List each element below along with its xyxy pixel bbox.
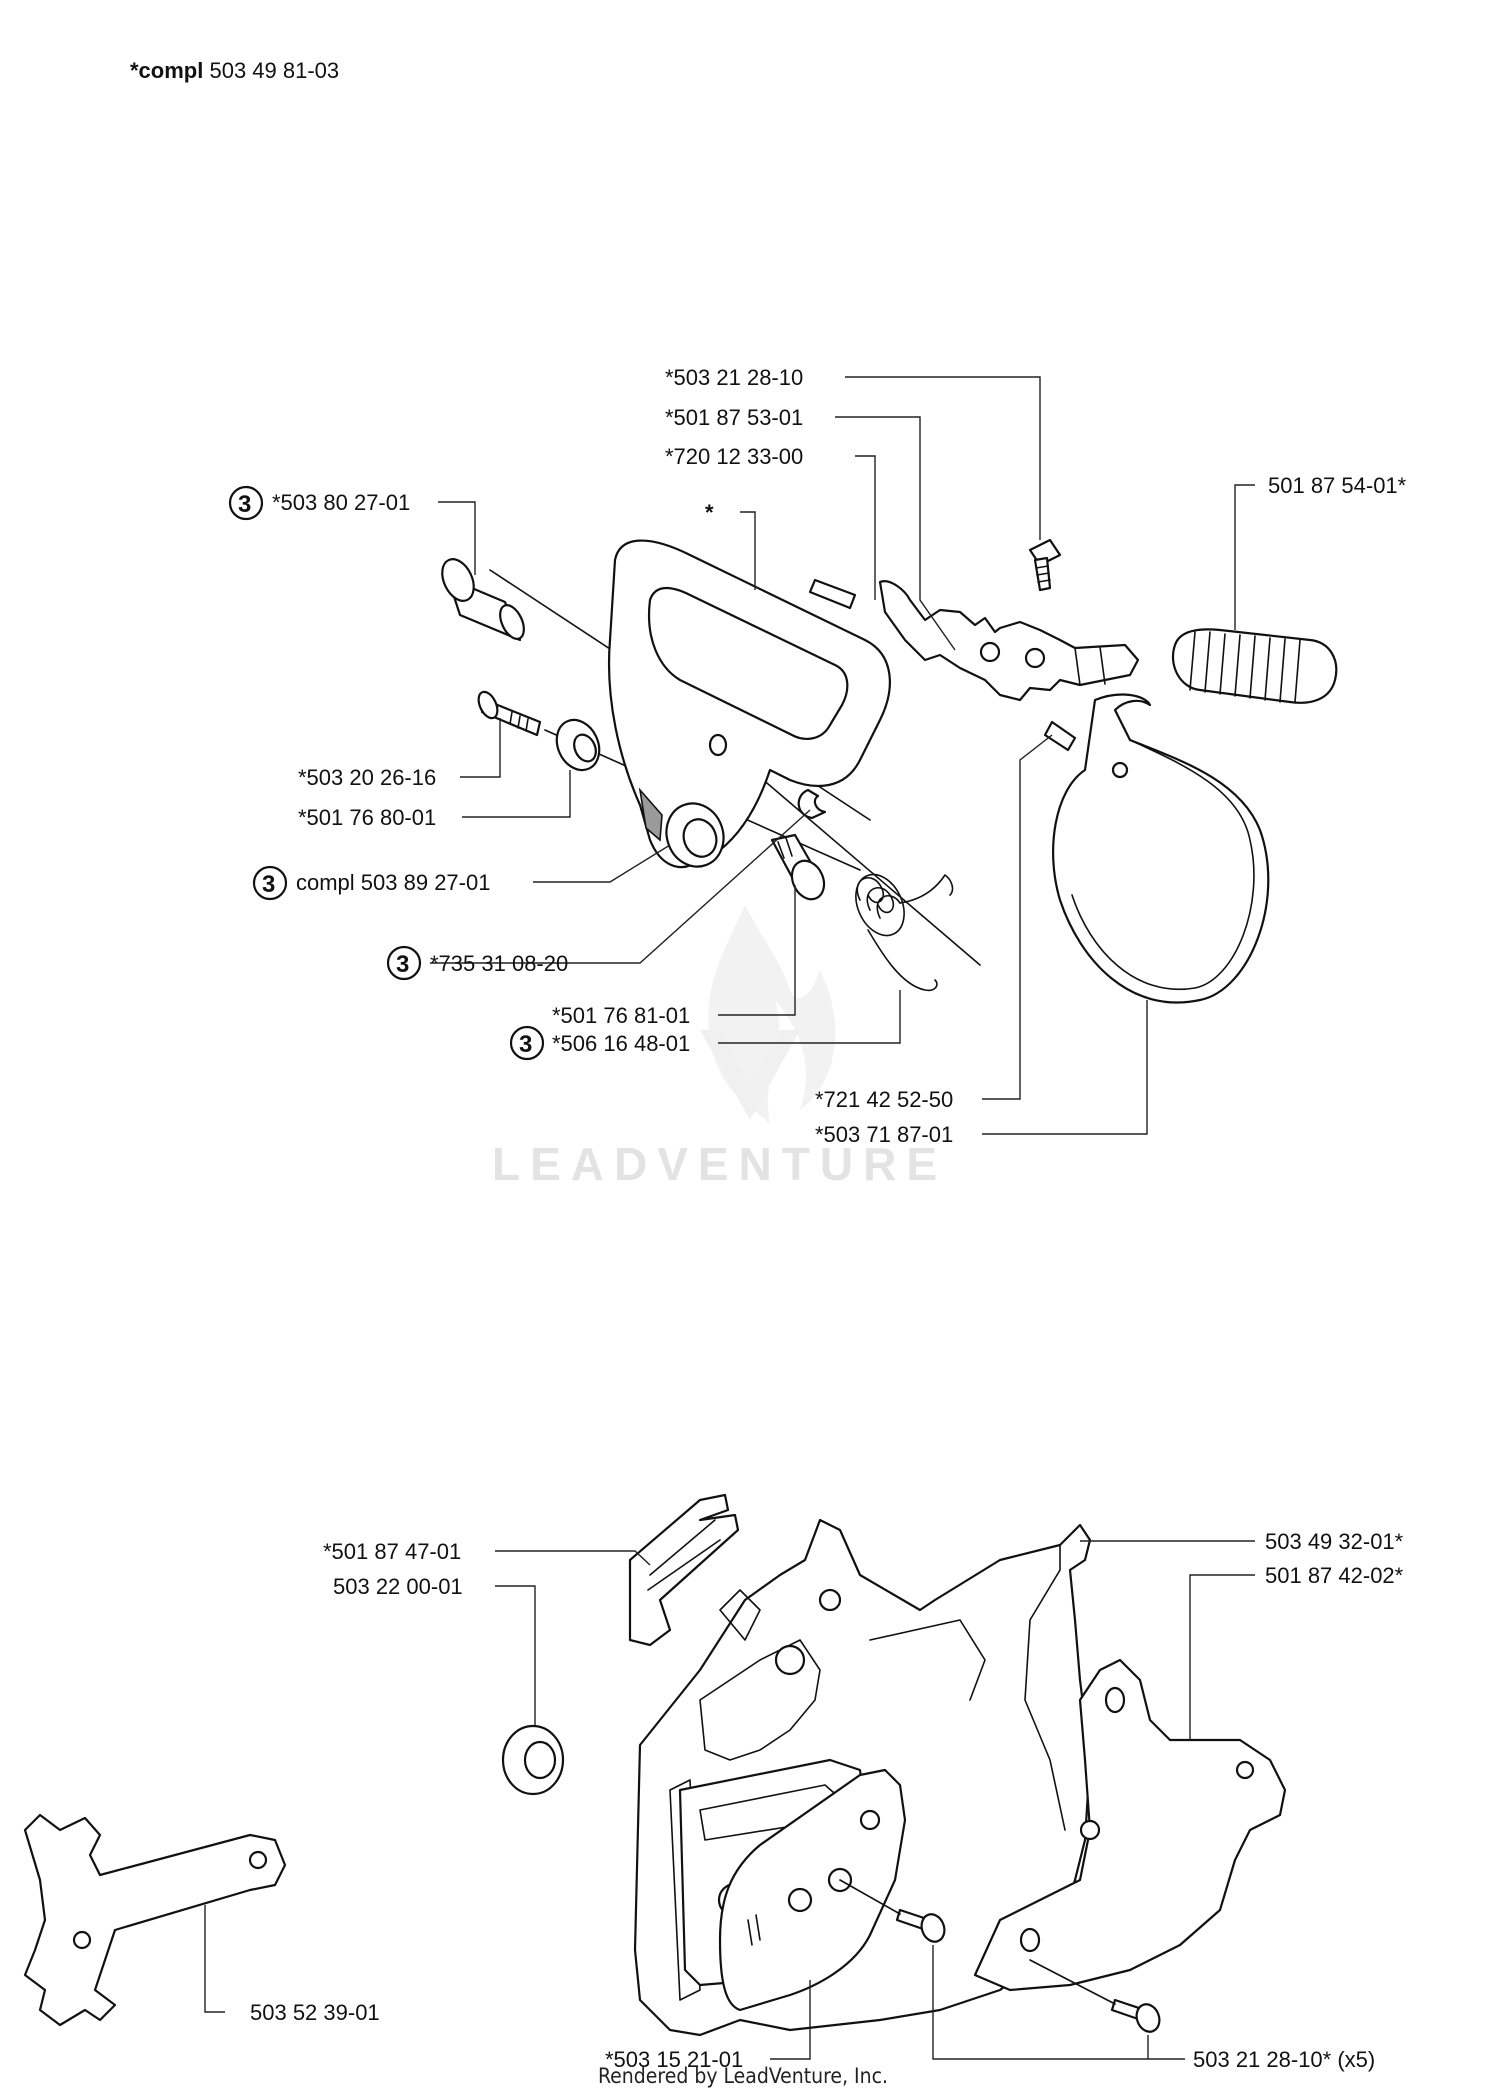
label-compl-503-89-27-01: compl 503 89 27-01: [296, 870, 490, 895]
label-501-87-42-02: 501 87 42-02*: [1265, 1563, 1404, 1588]
screw-b-part: [1029, 1959, 1161, 2033]
label-501-87-53-01: *501 87 53-01: [665, 405, 803, 430]
watermark-text: LEADVENTURE: [492, 1138, 947, 1190]
bottom-leader-lines: [204, 1540, 1255, 2060]
top-assembly: [441, 538, 1338, 1004]
label-501-87-54-01: 501 87 54-01*: [1268, 473, 1407, 498]
label-506-16-48-01: *506 16 48-01: [552, 1031, 690, 1056]
svg-text:3: 3: [396, 951, 409, 978]
badge-3-c: 3: [386, 945, 422, 981]
combination-wrench-part: [23, 1813, 287, 2027]
screw-part: [477, 690, 542, 737]
assembly-title: *compl 503 49 81-03: [130, 58, 339, 83]
guard-plate-part: [973, 1658, 1287, 1992]
circlip-part: [797, 788, 827, 820]
label-asterisk-handle: *: [705, 500, 714, 525]
screw-a-part: [839, 1879, 946, 1943]
label-503-80-27-01: *503 80 27-01: [272, 490, 410, 515]
label-503-71-87-01: *503 71 87-01: [815, 1122, 953, 1147]
bottom-assembly: [23, 1493, 1287, 2037]
pivot-pin-part: [441, 558, 525, 642]
chain-brake-handle-part: [607, 539, 891, 869]
brake-lever-part: [878, 580, 1140, 702]
brake-band-pin-part: [1043, 720, 1077, 752]
label-503-20-26-16: *503 20 26-16: [298, 765, 436, 790]
brake-band-part: [1052, 693, 1270, 1004]
bushing-part: [555, 718, 601, 772]
label-720-12-33-00: *720 12 33-00: [665, 444, 803, 469]
label-503-21-28-10-x5: 503 21 28-10* (x5): [1193, 2047, 1375, 2072]
badge-3-b: 3: [252, 865, 288, 901]
svg-text:3: 3: [519, 1031, 532, 1058]
label-503-49-32-01: 503 49 32-01*: [1265, 1529, 1404, 1554]
label-501-76-80-01: *501 76 80-01: [298, 805, 436, 830]
label-501-76-81-01: *501 76 81-01: [552, 1003, 690, 1028]
footer-credit: Rendered by LeadVenture, Inc.: [598, 2064, 888, 2088]
label-735-31-08-20: *735 31 08-20: [430, 951, 568, 976]
small-screw-part: [1028, 538, 1062, 592]
nut-part: [501, 1724, 565, 1796]
svg-text:3: 3: [238, 491, 251, 518]
torsion-spring-part: [855, 873, 954, 992]
label-503-21-28-10: *503 21 28-10: [665, 365, 803, 390]
label-503-15-21-01: *503 15 21-01: [605, 2047, 743, 2072]
badge-3-d: 3: [509, 1025, 545, 1061]
clip-part: [628, 1493, 740, 1647]
top-leader-lines: [430, 376, 1255, 1135]
label-501-87-47-01: *501 87 47-01: [323, 1539, 461, 1564]
badge-3-a: 3: [228, 485, 264, 521]
label-503-22-00-01: 503 22 00-01: [333, 1574, 463, 1599]
svg-text:3: 3: [262, 871, 275, 898]
label-721-42-52-50: *721 42 52-50: [815, 1087, 953, 1112]
roll-pin-part: [808, 578, 857, 610]
spring-bushing-part: [770, 833, 826, 901]
label-503-52-39-01: 503 52 39-01: [250, 2000, 380, 2025]
coil-spring-part: [1171, 628, 1338, 704]
